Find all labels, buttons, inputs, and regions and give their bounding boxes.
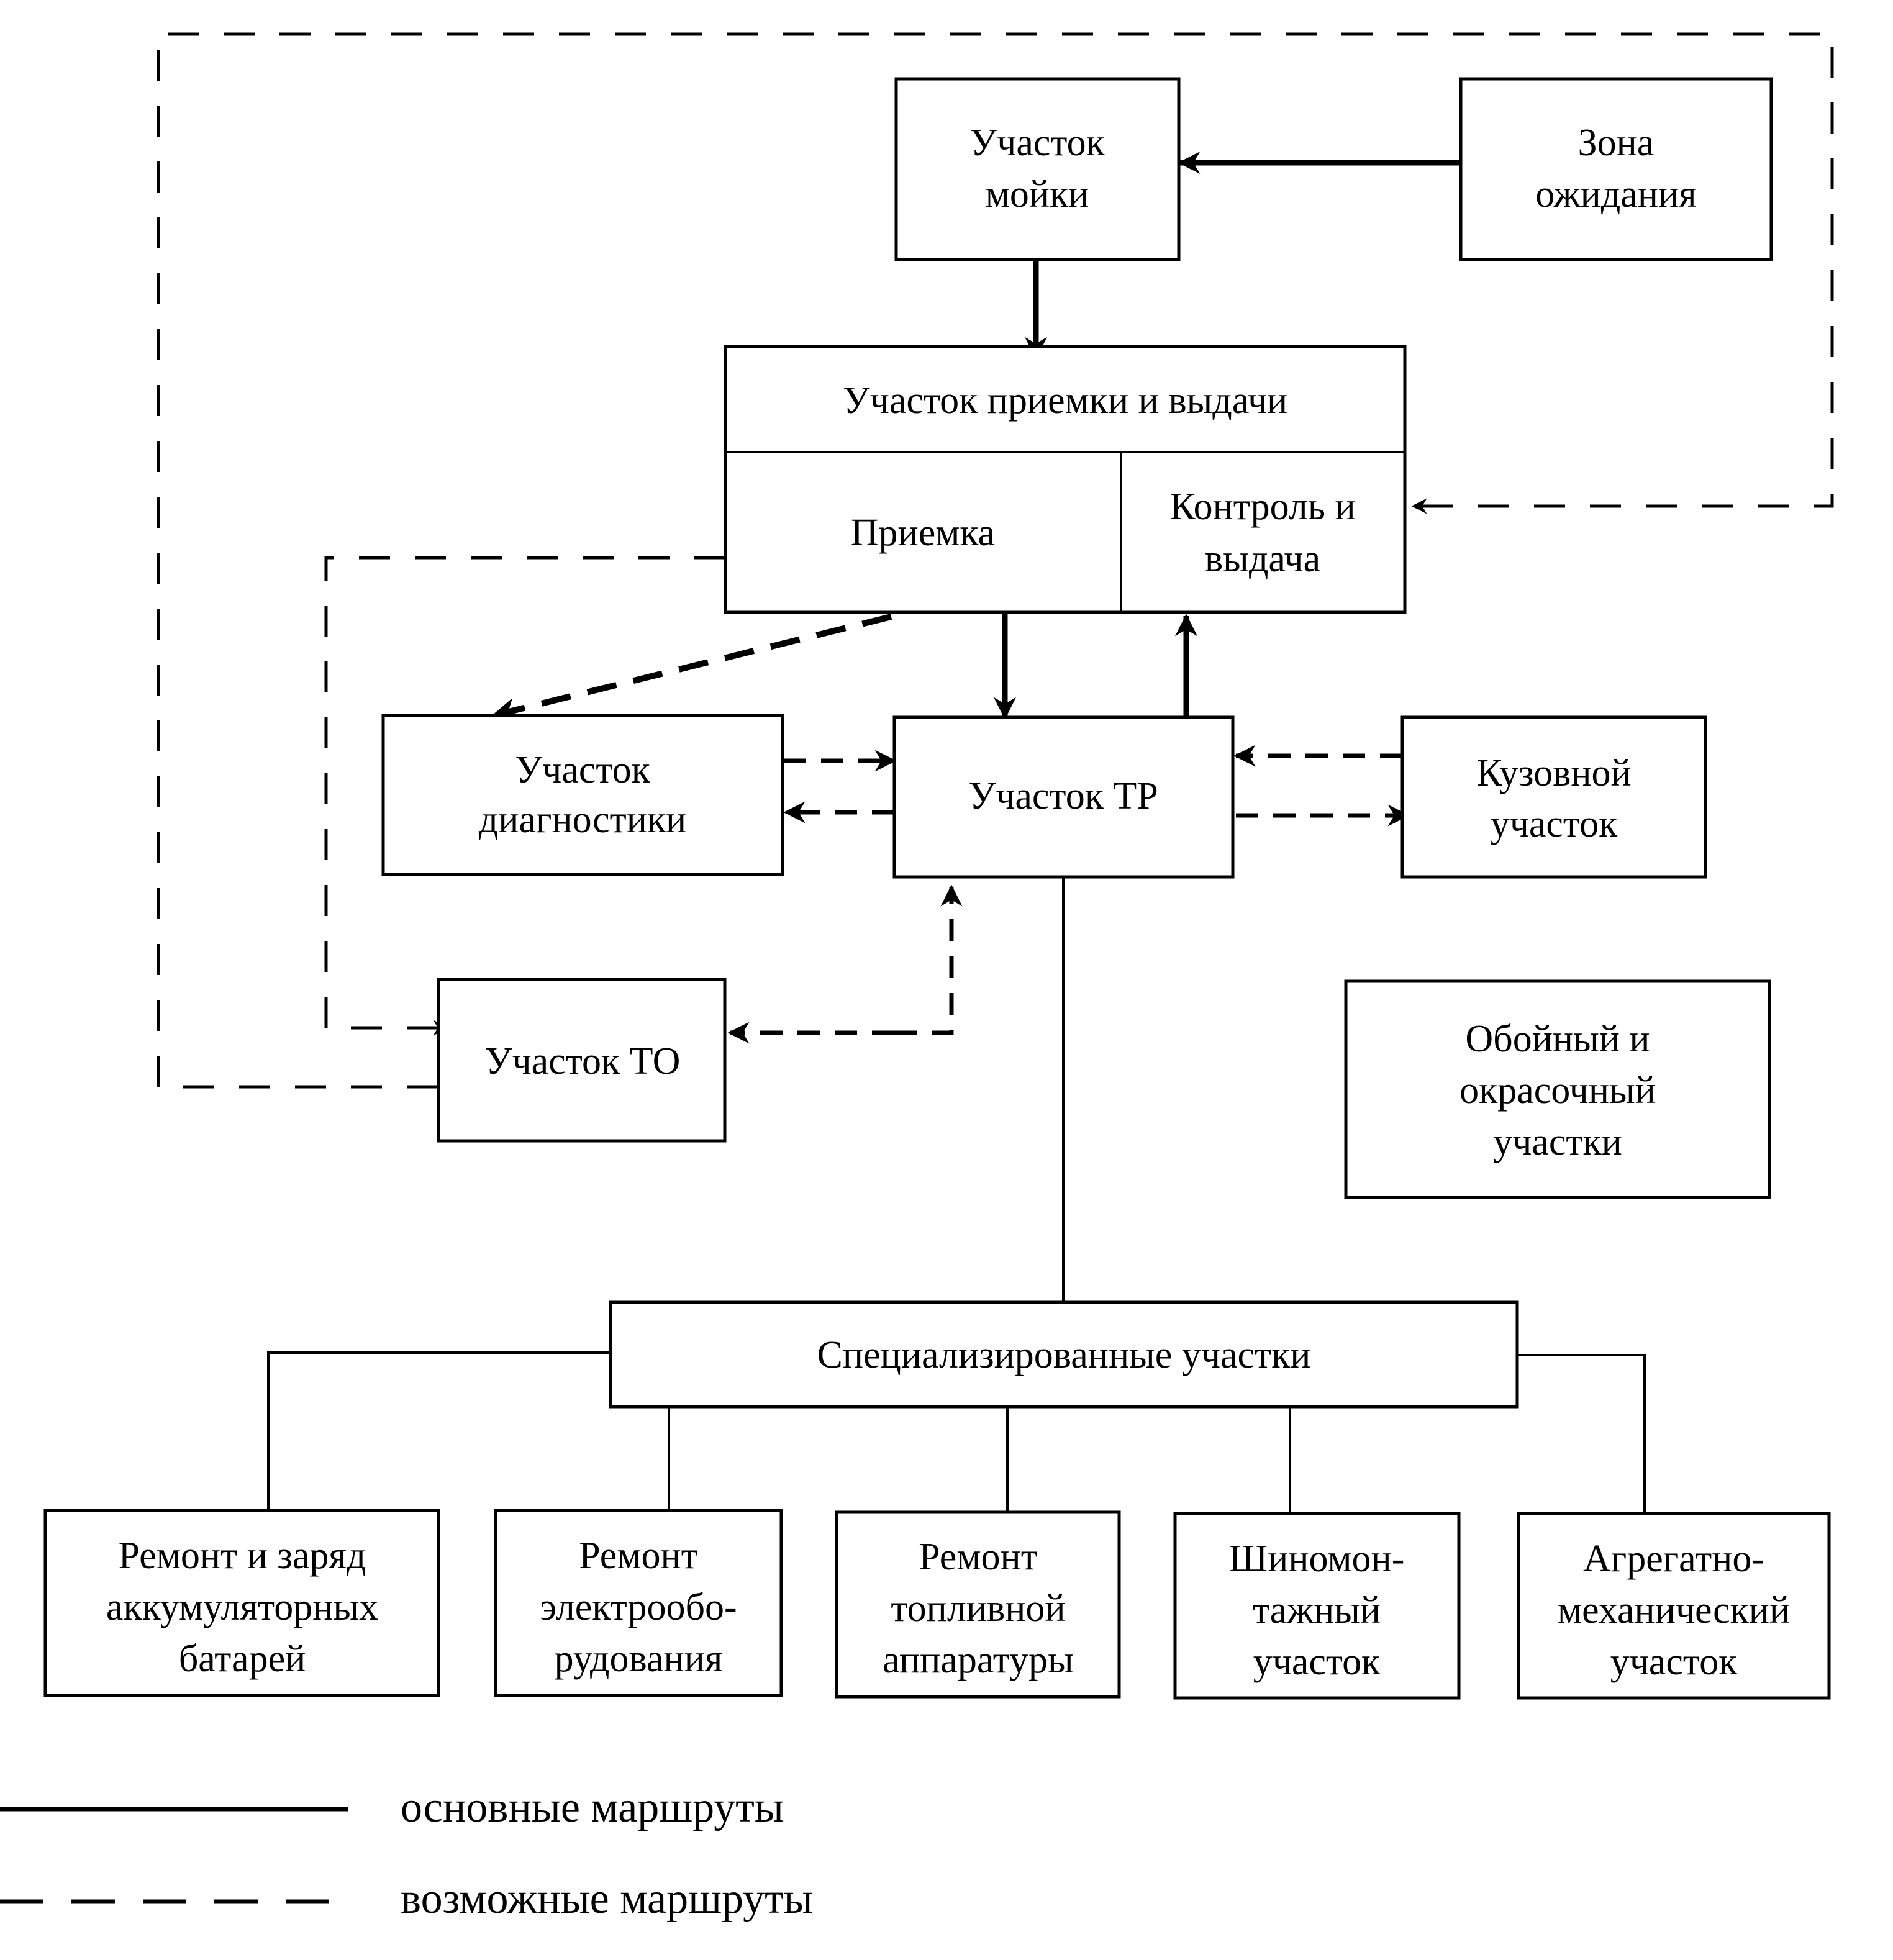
tire-label-line2: тажный [1253, 1589, 1381, 1631]
waiting-label-line2: ожидания [1535, 173, 1696, 216]
tire-label-line3: участок [1253, 1641, 1381, 1683]
to-label: Участок ТО [485, 1040, 681, 1082]
fuel-label-line2: топливной [891, 1587, 1065, 1630]
tr-box: Участок ТР [892, 715, 1235, 879]
upholstery-label-line3: участки [1493, 1121, 1622, 1163]
aggregate-mechanical-box: Агрегатно- механический участок [1517, 1512, 1831, 1700]
reception-issue-box: Участок приемки и выдачи Приемка Контрол… [724, 345, 1407, 614]
legend-main-routes-label: основные маршруты [401, 1784, 784, 1831]
electrical-label-line2: электрообо- [540, 1586, 737, 1628]
battery-label-line1: Ремонт и заряд [119, 1535, 366, 1577]
upholstery-label-line2: окрасочный [1459, 1069, 1656, 1112]
inner-dashed-route [324, 556, 725, 1036]
specialized-label: Специализированные участки [817, 1334, 1311, 1376]
diagnostics-label-line2: диагностики [479, 799, 687, 841]
tr-label: Участок ТР [968, 775, 1158, 817]
electrical-label-line1: Ремонт [579, 1535, 698, 1577]
upholstery-label-line1: Обойный и [1465, 1018, 1650, 1060]
aggregate-label-line1: Агрегатно- [1583, 1538, 1764, 1580]
waiting-label-line1: Зона [1578, 122, 1655, 164]
specialized-to-aggregate-line [1517, 1354, 1646, 1513]
to-tr-link-arrow-tr [894, 884, 963, 1035]
aggregate-label-line2: механический [1558, 1589, 1790, 1631]
electrical-label-line3: рудования [555, 1638, 723, 1680]
tire-fitting-box: Шиномон- тажный участок [1173, 1512, 1461, 1700]
electrical-box: Ремонт электрообо- рудования [494, 1509, 783, 1697]
tire-label-line1: Шиномон- [1229, 1538, 1405, 1580]
body-shop-label-line2: участок [1491, 803, 1618, 845]
diagnostics-box: Участок диагностики [381, 714, 784, 876]
fuel-label-line1: Ремонт [919, 1536, 1038, 1578]
reception-to-diagnostics-arrow [491, 614, 892, 722]
battery-label-line3: батарей [179, 1638, 306, 1680]
body-shop-label-line1: Кузовной [1476, 752, 1631, 794]
legend: основные маршруты возможные маршруты [0, 1784, 813, 1923]
control-label-line2: выдача [1205, 538, 1320, 580]
diagnostics-label-line1: Участок [515, 749, 650, 791]
reception-issue-title: Участок приемки и выдачи [843, 379, 1287, 422]
aggregate-label-line3: участок [1610, 1641, 1738, 1683]
specialized-to-battery-line [267, 1351, 611, 1510]
washing-box: Участок мойки [894, 77, 1181, 261]
to-box: Участок ТО [437, 978, 727, 1143]
battery-label-line2: аккумуляторных [106, 1586, 378, 1628]
fuel-label-line3: аппаратуры [883, 1639, 1073, 1681]
washing-label-line1: Участок [969, 122, 1105, 164]
upholstery-painting-box: Обойный и окрасочный участки [1344, 979, 1771, 1199]
reception-label: Приемка [851, 512, 995, 554]
legend-possible-routes-label: возможные маршруты [401, 1875, 813, 1923]
outer-dashed-route [157, 32, 1834, 1089]
battery-box: Ремонт и заряд аккумуляторных батарей [43, 1509, 440, 1697]
specialized-box: Специализированные участки [609, 1300, 1519, 1409]
body-shop-box: Кузовной участок [1400, 715, 1707, 879]
fuel-equipment-box: Ремонт топливной аппаратуры [835, 1510, 1121, 1699]
washing-label-line2: мойки [986, 173, 1089, 216]
waiting-zone-box: Зона ожидания [1459, 77, 1773, 261]
control-label-line1: Контроль и [1169, 486, 1355, 528]
